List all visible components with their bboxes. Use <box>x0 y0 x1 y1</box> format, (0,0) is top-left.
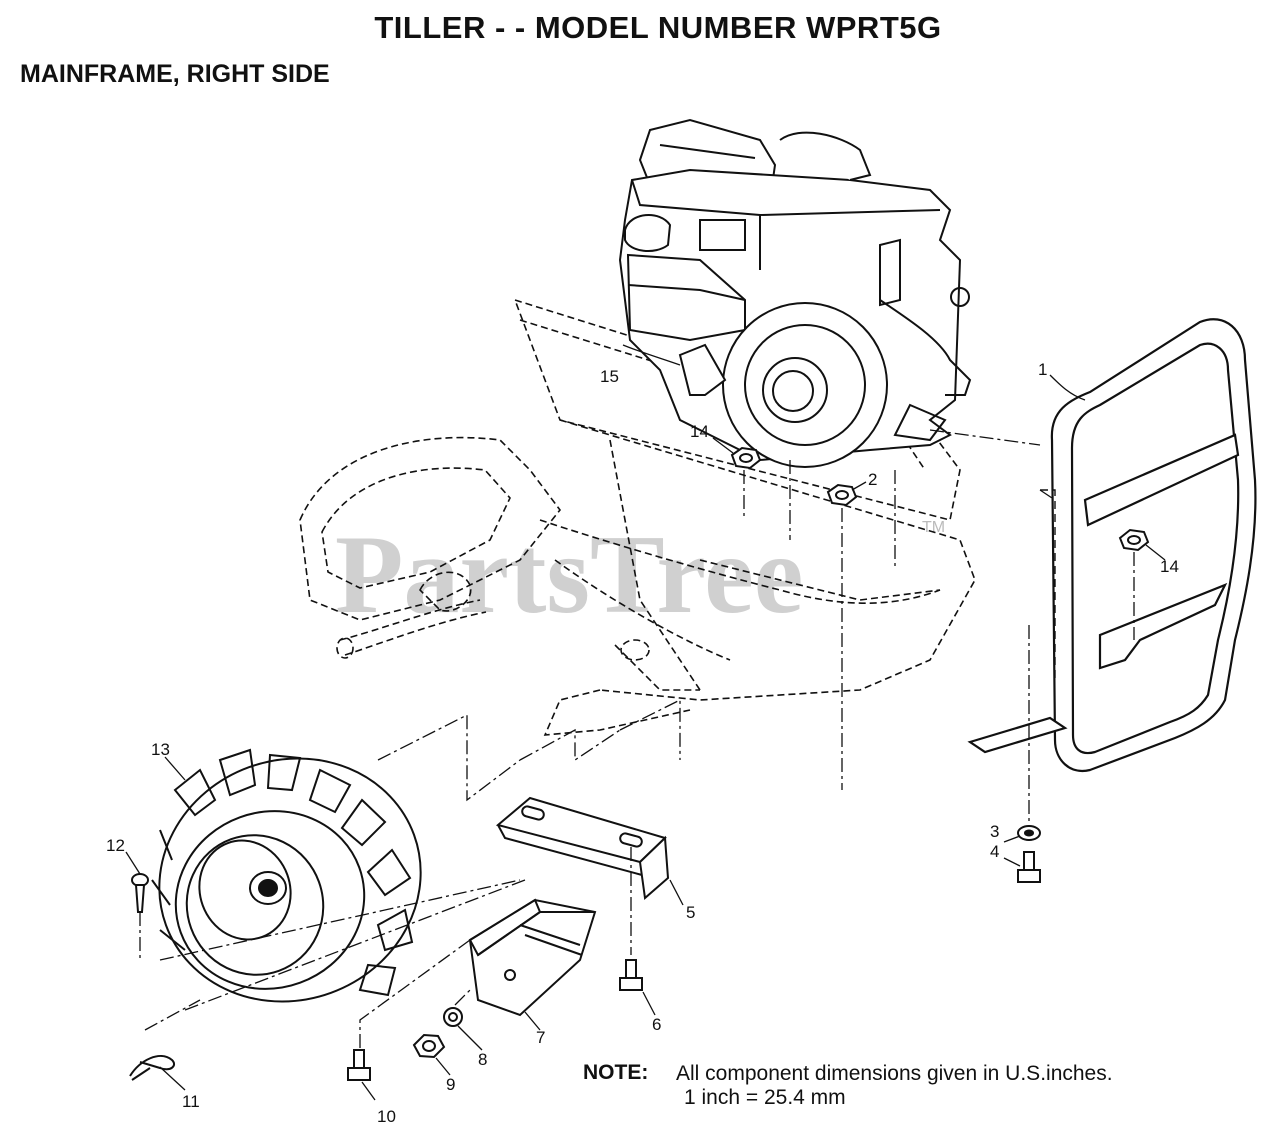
bracket-5 <box>495 796 670 900</box>
callout-10: 10 <box>377 1107 396 1126</box>
callout-13: 13 <box>151 740 170 759</box>
wheel-tire-13 <box>151 748 422 1003</box>
callout-12: 12 <box>106 836 125 855</box>
note-text: All component dimensions given in U.S.in… <box>676 1062 1113 1110</box>
bolt-10 <box>347 1049 371 1081</box>
hex-nut-2 <box>826 483 858 507</box>
mainframe-outline <box>299 298 976 736</box>
callout-14-upper: 14 <box>690 422 709 441</box>
hex-nut-9 <box>412 1033 446 1059</box>
watermark-text: PartsTree <box>335 513 804 637</box>
callout-leaders <box>125 344 1166 1101</box>
callout-1: 1 <box>1038 360 1047 379</box>
callout-14-right: 14 <box>1160 557 1179 576</box>
bolt-4 <box>1017 851 1041 883</box>
note-label: NOTE: <box>583 1061 649 1084</box>
washer-3 <box>1017 825 1041 841</box>
callout-15: 15 <box>600 367 619 386</box>
callout-4: 4 <box>990 842 999 861</box>
bolt-6 <box>619 959 643 991</box>
assembly-centerlines <box>139 429 1135 1048</box>
weight-block-7 <box>468 898 597 1017</box>
hairpin-cotter-11 <box>129 1055 176 1081</box>
section-subtitle: MAINFRAME, RIGHT SIDE <box>20 60 330 88</box>
callout-11: 11 <box>182 1092 200 1111</box>
clevis-pin-12 <box>131 873 149 913</box>
note-line-2: 1 inch = 25.4 mm <box>684 1086 846 1109</box>
engine-15 <box>618 118 972 468</box>
callout-7: 7 <box>536 1028 545 1047</box>
callout-5: 5 <box>686 903 695 922</box>
callout-9: 9 <box>446 1075 455 1094</box>
hex-nut-14-upper <box>730 446 762 470</box>
callout-3: 3 <box>990 822 999 841</box>
callout-6: 6 <box>652 1015 661 1034</box>
watermark-trademark: TM <box>922 519 945 536</box>
callout-8: 8 <box>478 1050 487 1069</box>
page-title: TILLER - - MODEL NUMBER WPRT5G <box>374 10 942 45</box>
note-line-1: All component dimensions given in U.S.in… <box>676 1062 1113 1085</box>
hex-nut-14-right <box>1118 528 1150 552</box>
bumper-guard-1 <box>967 318 1257 773</box>
callout-2: 2 <box>868 470 877 489</box>
lock-washer-8 <box>443 1007 463 1027</box>
